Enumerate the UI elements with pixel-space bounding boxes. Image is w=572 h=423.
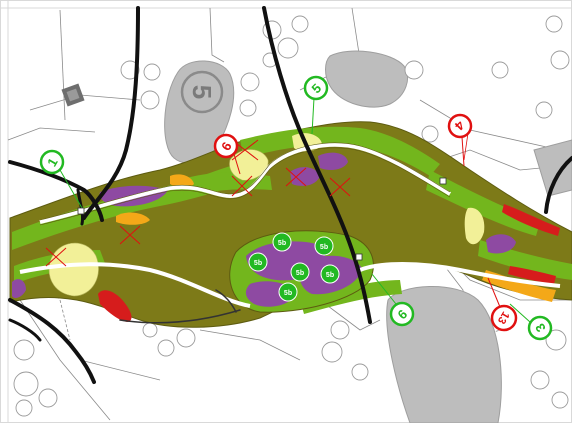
plaza-marker-label: 5b [320, 244, 328, 251]
red-feature-right-upper [502, 204, 560, 236]
green-band-top-middle [240, 126, 440, 176]
red-marker-13-label: 13 [495, 309, 512, 326]
footpaths [19, 142, 561, 308]
plaza-marker-circle [320, 264, 340, 284]
orange-patch-3 [170, 174, 194, 188]
junction-dots [77, 177, 447, 261]
plaza-marker-label: 5b [278, 240, 286, 247]
green-band-bottom [300, 280, 402, 314]
yellow-lawn-left [48, 242, 99, 297]
yellow-lawn-right [464, 207, 485, 245]
red-marker-4-circle [447, 113, 473, 139]
green-band-right [426, 170, 540, 236]
plaza-marker-label: 5b [254, 260, 262, 267]
purple-bed-8 [318, 152, 348, 170]
building-bottom-right-footprint [386, 285, 502, 423]
building-top-right-footprint [325, 50, 408, 108]
plaza-marker-circle [290, 262, 310, 282]
roads [8, 6, 572, 384]
plaza-marker-circle [314, 236, 334, 256]
green-marker-5-circle [303, 75, 329, 101]
purple-bed-7 [290, 167, 320, 186]
red-marker-13-circle [490, 304, 518, 332]
plaza-marker-label: 5b [296, 270, 304, 277]
red-feature-left [98, 290, 132, 322]
green-marker-3-circle [527, 315, 553, 341]
plaza-marker-circle [248, 252, 268, 272]
green-marker-1-circle [39, 149, 65, 175]
red-marker-6-circle [213, 133, 239, 159]
purple-bed-6 [486, 234, 516, 254]
red-cross-marks [45, 139, 351, 267]
orange-patch-1 [116, 212, 150, 225]
green-markers: 1 5 3 6 [39, 75, 553, 341]
footpath-edges [39, 142, 451, 226]
plaza-markers: 5b 5b 5b 5b 5b 5b [248, 232, 340, 302]
green-marker-6-circle [389, 301, 415, 327]
plaza-marker-circle [278, 282, 298, 302]
building-right-edge-footprint [533, 139, 572, 197]
purple-bed-5 [12, 279, 26, 298]
building-5-ring [180, 70, 224, 114]
red-feature-right-lower [508, 266, 556, 284]
plaza-marker-circle [272, 232, 292, 252]
plaza-marker-label: 5b [284, 290, 292, 297]
pavilion-icon [61, 83, 85, 107]
red-markers: 6 4 13 [213, 113, 518, 332]
plaza-marker-label: 5b [326, 272, 334, 279]
building-5-label: 5 [187, 85, 217, 99]
park-area [9, 121, 572, 328]
